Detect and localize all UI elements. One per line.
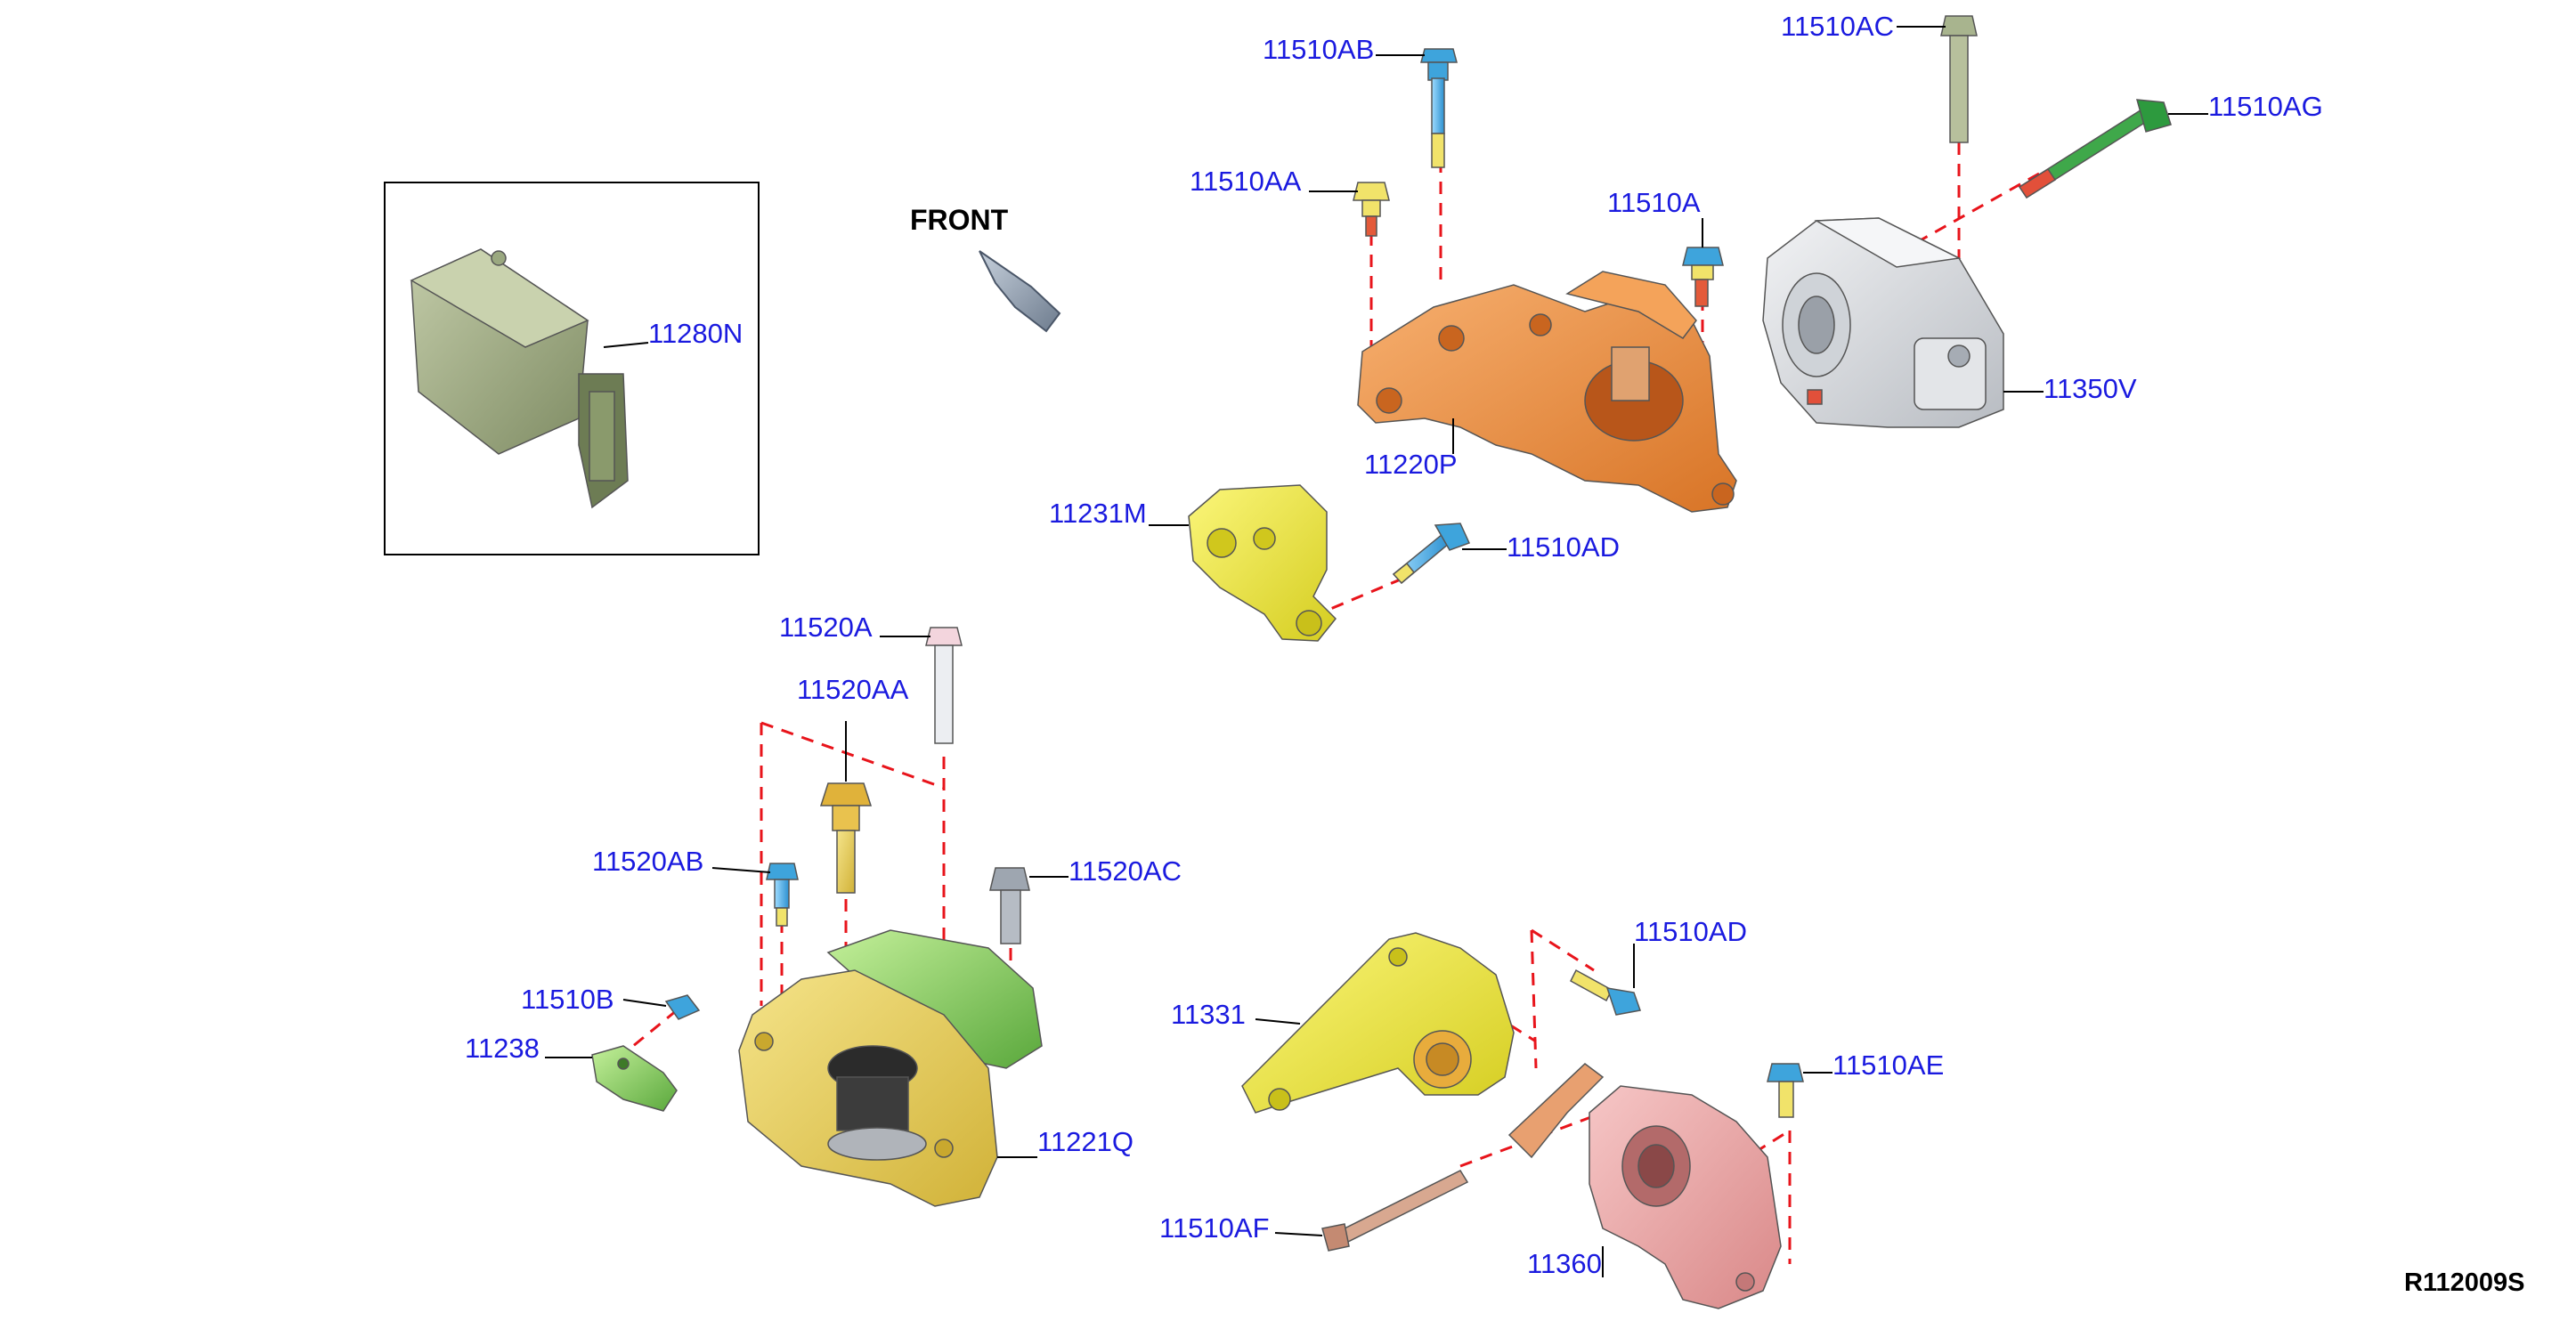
- label-11231M[interactable]: 11231M: [1049, 498, 1147, 529]
- dash-11510AD-upper: [1317, 577, 1403, 616]
- dash-11510B: [627, 1009, 678, 1052]
- bolt-11520AC: [989, 867, 1030, 944]
- bolt-11510AF: [1321, 1170, 1469, 1252]
- label-11331[interactable]: 11331: [1171, 999, 1246, 1030]
- mount-11360: [1507, 1063, 1782, 1309]
- bracket-11238: [591, 1045, 678, 1112]
- label-11220P[interactable]: 11220P: [1364, 449, 1458, 480]
- label-11221Q[interactable]: 11221Q: [1037, 1126, 1134, 1157]
- label-11510AF[interactable]: 11510AF: [1159, 1212, 1270, 1244]
- dash-top-diagonal: [760, 721, 945, 790]
- leader-11510B: [622, 999, 667, 1007]
- bolt-11510AB: [1420, 48, 1458, 168]
- bolt-11510AD-upper: [1392, 523, 1471, 585]
- leader-11280N: [603, 342, 649, 348]
- label-11520A[interactable]: 11520A: [779, 612, 873, 643]
- label-11510AB[interactable]: 11510AB: [1263, 34, 1374, 65]
- label-11520AA[interactable]: 11520AA: [797, 674, 909, 705]
- label-11510A[interactable]: 11510A: [1607, 187, 1701, 218]
- inset-frame: [384, 182, 760, 555]
- bolt-11510AE: [1767, 1063, 1804, 1118]
- bolt-11510AG: [2018, 99, 2172, 199]
- bolt-11510AD-lower: [1570, 968, 1641, 1016]
- bolt-11520AA: [819, 782, 873, 894]
- label-11280N[interactable]: 11280N: [648, 318, 743, 349]
- leader-11520AB: [711, 867, 771, 873]
- dash-11510AD-lower: [1531, 928, 1595, 972]
- bolt-11520AB: [766, 863, 799, 927]
- mount-11221Q: [738, 929, 1043, 1207]
- reference-code: R112009S: [2404, 1268, 2524, 1297]
- leader-11331: [1255, 1018, 1301, 1025]
- bracket-11331: [1241, 932, 1515, 1114]
- bolt-11510B: [664, 994, 701, 1020]
- dash-11360-diag: [1718, 1129, 1791, 1177]
- module-inset: [384, 182, 760, 555]
- label-11510B[interactable]: 11510B: [521, 984, 614, 1015]
- label-11510AG[interactable]: 11510AG: [2208, 91, 2323, 122]
- bolt-11510AC: [1940, 15, 1978, 143]
- bolt-11510AA: [1353, 182, 1390, 237]
- label-11238[interactable]: 11238: [465, 1033, 540, 1064]
- bolt-11510A: [1682, 247, 1724, 307]
- label-11350V[interactable]: 11350V: [2044, 373, 2137, 404]
- bolt-11520A: [925, 627, 963, 744]
- bracket-11231M: [1188, 484, 1337, 642]
- label-11510AD-lower[interactable]: 11510AD: [1634, 916, 1747, 947]
- label-11510AD-upper[interactable]: 11510AD: [1507, 531, 1620, 563]
- leader-11510AF: [1274, 1232, 1323, 1236]
- label-11520AC[interactable]: 11520AC: [1069, 855, 1182, 887]
- mount-11350V: [1762, 217, 2004, 428]
- label-11510AC[interactable]: 11510AC: [1781, 11, 1894, 42]
- bracket-11220P: [1357, 271, 1737, 513]
- dash-11331-vertical: [1530, 929, 1538, 1069]
- front-direction-label: FRONT: [910, 204, 1009, 236]
- label-11510AA[interactable]: 11510AA: [1190, 166, 1302, 197]
- label-11520AB[interactable]: 11520AB: [592, 846, 703, 877]
- front-arrow-icon: [979, 250, 1061, 333]
- label-11360[interactable]: 11360: [1527, 1248, 1602, 1279]
- control-module-11280N: [410, 248, 629, 509]
- label-11510AE[interactable]: 11510AE: [1832, 1050, 1944, 1081]
